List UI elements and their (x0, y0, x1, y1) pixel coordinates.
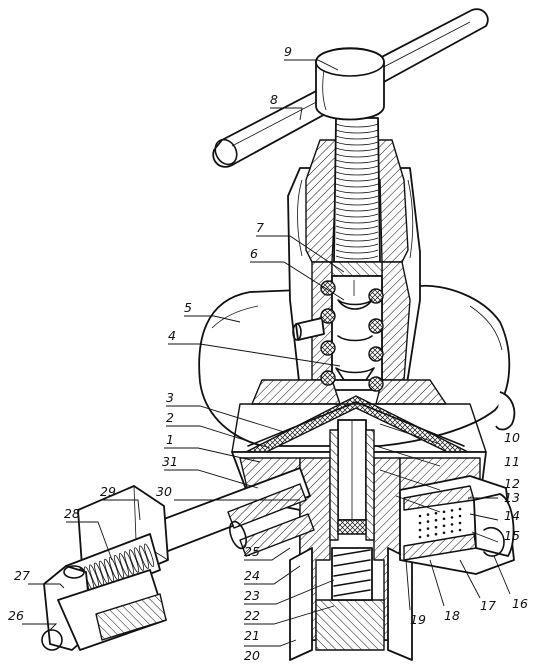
filter-dot (450, 530, 454, 533)
callout-23: 23 (244, 588, 260, 603)
callout-18: 18 (444, 608, 460, 623)
filter-dot (442, 510, 446, 514)
thread-line (335, 207, 379, 212)
callout-21: 21 (244, 628, 260, 643)
filter-dot (418, 514, 422, 518)
outlet-fitting (41, 467, 315, 651)
coil-turn (133, 547, 145, 571)
filter-dot (426, 527, 430, 530)
filter-dot (434, 518, 438, 522)
callout-28: 28 (64, 506, 80, 521)
thread-line (335, 249, 379, 254)
filter-dot (450, 523, 454, 526)
thread-line (335, 165, 379, 170)
callout-26: 26 (8, 608, 24, 623)
valve-stem (329, 419, 375, 541)
thread-line (335, 171, 379, 176)
filter-dot (418, 521, 422, 525)
thread-line (335, 231, 379, 236)
filter-dot (458, 521, 462, 525)
callout-29: 29 (100, 484, 116, 499)
threaded-spindle (333, 117, 381, 263)
callout-12: 12 (504, 476, 520, 491)
inlet-fitting (399, 475, 515, 575)
callout-16: 16 (512, 596, 528, 611)
coil-turn (138, 545, 150, 569)
thread-line (335, 129, 379, 134)
callout-8: 8 (270, 92, 278, 107)
thread-line (335, 201, 379, 206)
thread-line (335, 213, 379, 218)
callout-19: 19 (410, 612, 426, 627)
filter-dot (442, 524, 446, 528)
filter-dot (426, 513, 430, 516)
thread-line (335, 183, 379, 188)
callout-2: 2 (166, 410, 174, 425)
filter-dot (418, 535, 422, 539)
thread-line (335, 225, 379, 230)
filter-dot (458, 507, 462, 511)
thread-line (335, 243, 379, 248)
callout-31: 31 (162, 454, 178, 469)
callout-15: 15 (504, 528, 520, 543)
filter-dot (434, 511, 438, 515)
callout-14: 14 (504, 508, 520, 523)
callout-27: 27 (14, 568, 30, 583)
thread-line (335, 159, 379, 164)
callout-13: 13 (504, 490, 520, 505)
callout-24: 24 (244, 568, 260, 583)
bonnet-body (251, 139, 447, 405)
coil-turn (123, 551, 135, 575)
filter-dot (458, 514, 462, 518)
callout-5: 5 (184, 300, 192, 315)
lower-spring (331, 547, 373, 601)
filter-dot (442, 517, 446, 521)
leader-lines (22, 59, 511, 647)
filter-dot (450, 516, 454, 519)
thread-line (335, 237, 379, 242)
callout-22: 22 (244, 608, 260, 623)
thread-line (335, 195, 379, 200)
thread-line (335, 141, 379, 146)
thread-line (335, 189, 379, 194)
callout-20: 20 (244, 648, 260, 663)
callout-4: 4 (168, 328, 176, 343)
callout-3: 3 (166, 390, 174, 405)
filter-dot (434, 532, 438, 536)
filter-dot (442, 531, 446, 535)
callout-11: 11 (504, 454, 520, 469)
callout-7: 7 (256, 220, 264, 235)
coil-turn (143, 543, 155, 568)
filter-dot (450, 509, 454, 512)
filter-dot (434, 525, 438, 529)
callout-1: 1 (166, 432, 174, 447)
thread-line (335, 219, 379, 224)
callout-25: 25 (244, 544, 260, 559)
spring-assembly (320, 261, 384, 392)
handle-cap (315, 47, 385, 121)
thread-line (335, 123, 379, 128)
filter-dot (458, 528, 462, 532)
callout-9: 9 (284, 44, 292, 59)
callout-6: 6 (250, 246, 258, 261)
thread-line (335, 255, 379, 260)
callout-17: 17 (480, 598, 496, 613)
callout-30: 30 (156, 484, 172, 499)
callout-10: 10 (504, 430, 520, 445)
thread-line (335, 147, 379, 152)
coil-turn (118, 553, 130, 577)
thread-line (335, 153, 379, 158)
thread-line (335, 177, 379, 182)
filter-dot (418, 528, 422, 532)
filter-dot (426, 520, 430, 523)
callout-labels: 9 8 7 6 5 4 3 2 1 31 30 29 28 27 26 25 2… (8, 44, 528, 663)
thread-line (335, 135, 379, 140)
filter-dot (426, 534, 430, 537)
coil-turn (128, 549, 140, 573)
